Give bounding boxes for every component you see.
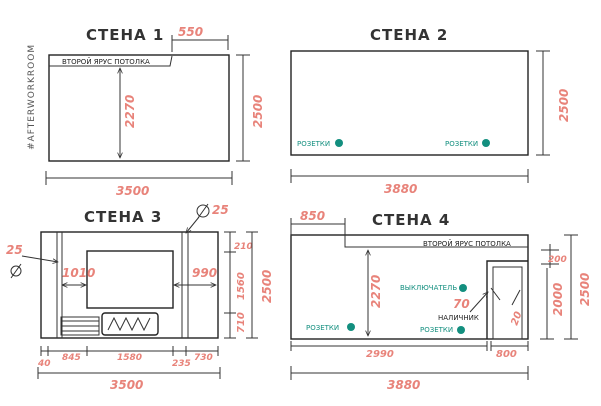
wall-2-title: СТЕНА 2 (370, 26, 448, 44)
wall-2-socket-right-icon (482, 139, 490, 147)
wall-4-right-total-line (564, 234, 578, 340)
wall-3-seg-1: 845 (62, 353, 81, 363)
wall-4-bottom-total: 3880 (387, 378, 420, 392)
wall-4-inner-dim: 2270 (369, 275, 383, 308)
wall-3-title: СТЕНА 3 (84, 208, 162, 226)
wall-4-socket-label-right: РОЗЕТКИ (420, 326, 453, 334)
wall-2-socket-label-left: РОЗЕТКИ (297, 140, 330, 148)
wall-1: СТЕНА 1 ВТОРОЙ ЯРУС ПОТОЛКА 550 2270 250… (45, 25, 265, 198)
wall-3-right-gap: 990 (192, 266, 217, 280)
wall-4-bottom-left: 2990 (366, 349, 394, 360)
wall-4-socket-label-left: РОЗЕТКИ (306, 324, 339, 332)
wall-4-top-dim: 850 (300, 209, 325, 223)
wall-3-diam-left-leader (10, 255, 58, 279)
wall-3-right-mid: 1560 (236, 272, 247, 300)
wall-4-top-dim-line (290, 218, 346, 236)
wall-4-bottom-right: 800 (496, 349, 517, 360)
wall-4-trim-label: НАЛИЧНИК (438, 314, 479, 322)
wall-3-seg-4: 730 (194, 353, 213, 363)
wall-1-right-dim: 2500 (251, 95, 265, 128)
wall-4-switch-label: ВЫКЛЮЧАТЕЛЬ (400, 284, 457, 292)
wall-3-right-top: 210 (234, 242, 253, 252)
wall-3-outline (40, 231, 219, 339)
wall-3-diam-right-leader (186, 203, 209, 233)
wall-2-bottom-dim-line (290, 169, 529, 183)
wall-3-right-bottom: 710 (236, 312, 247, 333)
wall-1-ceiling-label: ВТОРОЙ ЯРУС ПОТОЛКА (62, 57, 150, 66)
wall-3-bottom-total-line (37, 367, 221, 379)
wall-3-seg-2: 1580 (117, 353, 142, 363)
wall-3-seg-3: 235 (172, 359, 191, 369)
wall-4-outline (290, 234, 529, 340)
wall-4-title: СТЕНА 4 (372, 211, 450, 229)
wall-3-radiator-lines (61, 320, 99, 332)
wall-4: СТЕНА 4 ВТОРОЙ ЯРУС ПОТОЛКА 850 2270 20 … (290, 209, 592, 392)
wall-4-trim-leader (469, 292, 488, 313)
wall-1-outline (48, 54, 230, 162)
wall-4-door-height-line (540, 268, 554, 340)
wall-4-door-frame (486, 260, 528, 339)
wall-3-right-total-line (246, 231, 258, 339)
wall-4-bottom-total-line (290, 366, 529, 380)
wall-4-door-leaders (490, 287, 521, 306)
wall-3-right-total: 2500 (260, 270, 274, 303)
wall-4-door-gap: 20 (509, 310, 524, 327)
wall-3-diam-left-icon (10, 265, 22, 277)
wall-3-diam-right-icon (196, 204, 210, 218)
wall-2-socket-left-icon (335, 139, 343, 147)
wall-4-right-total: 2500 (578, 273, 592, 306)
wall-3-radiator (101, 312, 159, 336)
wall-3-radiator-coil (107, 316, 151, 332)
wall-1-top-dim-line (171, 35, 229, 52)
wall-3-bottom-seg-lines (40, 346, 219, 356)
wall-4-socket-right-icon (457, 326, 465, 334)
wall-2-bottom-dim: 3880 (384, 182, 417, 196)
wall-3-bottom-total: 3500 (110, 378, 143, 392)
wall-1-right-dim-line (236, 54, 250, 162)
wall-1-bottom-dim: 3500 (116, 184, 149, 198)
watermark: #AFTERWORKROOM (27, 44, 37, 150)
wall-4-ceiling-label: ВТОРОЙ ЯРУС ПОТОЛКА (423, 239, 511, 248)
wall-2-outline (290, 50, 529, 156)
wall-1-top-dim: 550 (178, 25, 203, 39)
wall-4-door-height: 2000 (551, 283, 565, 316)
wall-3-window (86, 250, 174, 309)
wall-3-diam-right: 25 (212, 203, 229, 217)
wall-4-door (492, 266, 523, 340)
wall-4-door-top: 200 (548, 255, 567, 265)
wall-1-ceiling-step (49, 55, 173, 67)
wall-4-socket-left-icon (347, 323, 355, 331)
wall-2-socket-label-right: РОЗЕТКИ (445, 140, 478, 148)
wall-2-right-dim-line (536, 50, 550, 156)
wall-1-title: СТЕНА 1 (86, 26, 164, 44)
wall-3-diam-left: 25 (6, 243, 23, 257)
wall-4-bottom-right-line (490, 341, 529, 351)
wall-4-switch-icon (459, 284, 467, 292)
wall-2-right-dim: 2500 (557, 89, 571, 122)
wall-3-left-gap: 1010 (62, 266, 95, 280)
wall-4-door-top-line (541, 244, 559, 268)
wall-2: СТЕНА 2 РОЗЕТКИ РОЗЕТКИ 2500 3880 (290, 26, 571, 196)
wall-3-seg-0: 40 (37, 359, 51, 369)
wall-3: СТЕНА 3 1010 990 25 25 210 1560 710 2500… (6, 203, 274, 392)
wall-4-bottom-left-line (290, 341, 488, 351)
wall-1-bottom-dim-line (45, 171, 233, 185)
wall-4-trim-dim: 70 (453, 297, 470, 311)
wall-1-inner-dim: 2270 (123, 95, 137, 128)
wall-4-ceiling-step (344, 235, 528, 248)
wall-3-right-dim-lines (224, 231, 236, 339)
